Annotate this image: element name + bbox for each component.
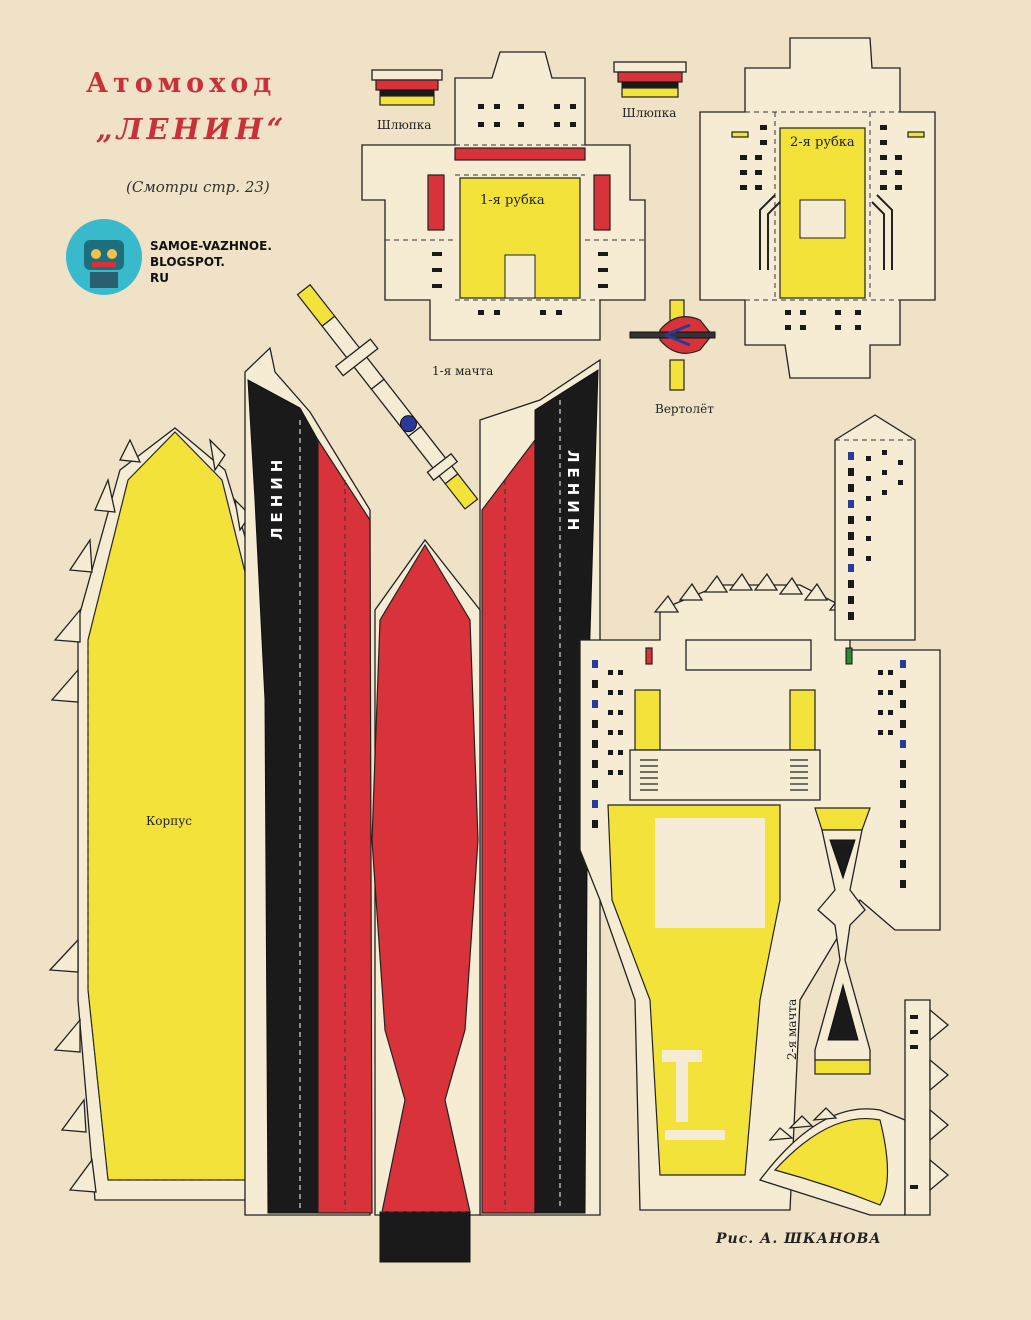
lifeboat-right [613, 61, 687, 98]
side-tab-strip [904, 999, 950, 1216]
watermark-text[interactable]: SAMOE-VAZHNOE. BLOGSPOT. RU [150, 238, 272, 286]
page-title-line1: Атомоход [86, 68, 277, 99]
lifeboat-left [371, 69, 443, 106]
label-helicopter: Вертолёт [655, 402, 714, 416]
label-boat-right: Шлюпка [622, 106, 677, 120]
superstructure-cutout [579, 572, 941, 1211]
hull-cutout [48, 427, 271, 1201]
watermark-line1: SAMOE-VAZHNOE. [150, 239, 272, 253]
label-mast-2: 2-я мачта [785, 998, 799, 1060]
watermark-line2: BLOGSPOT. [150, 255, 225, 269]
hull-side-left [244, 346, 373, 1216]
watermark-line3: RU [150, 271, 169, 285]
robot-icon [66, 219, 142, 295]
bow-piece-cutout [758, 1107, 906, 1216]
label-mast-1: 1-я мачта [432, 364, 494, 378]
ship-name-left: ЛЕНИН [268, 454, 286, 540]
cabin-1-cutout [361, 51, 646, 341]
label-hull: Корпус [146, 814, 192, 828]
label-cabin-1: 1-я рубка [480, 193, 545, 208]
tower-strip-cutout [834, 414, 916, 641]
label-cabin-2: 2-я рубка [790, 135, 855, 150]
helicopter-cutout [629, 299, 716, 391]
cabin-2-cutout [699, 37, 936, 379]
page-title-line2: „ЛЕНИН“ [96, 112, 288, 146]
page-subtitle: (Смотри стр. 23) [126, 178, 270, 196]
mast-2-cutout [814, 807, 871, 1075]
deck-cutout [371, 538, 481, 1263]
ship-name-right: ЛЕНИН [564, 450, 582, 536]
mast-1-cutout [296, 283, 479, 510]
label-boat-left: Шлюпка [377, 118, 432, 132]
hull-side-right [479, 358, 601, 1216]
illustrator-credit: Рис. А. ШКАНОВА [716, 1231, 882, 1247]
